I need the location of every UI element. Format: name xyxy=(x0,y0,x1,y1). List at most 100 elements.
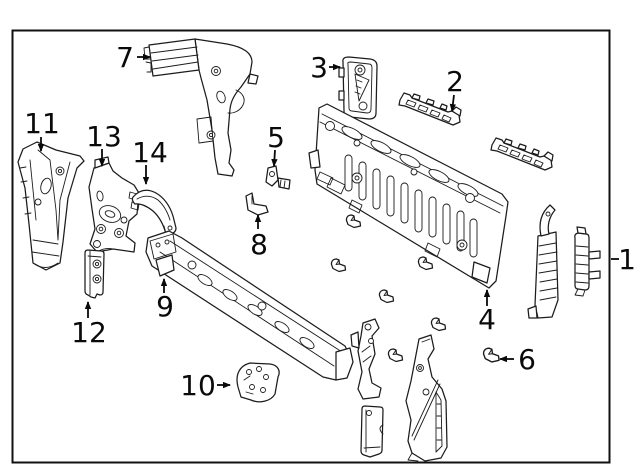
callout-8[interactable]: 8 xyxy=(250,214,268,261)
callout-6-label[interactable]: 6 xyxy=(518,343,536,376)
callout-3[interactable]: 3 xyxy=(310,51,341,84)
line-art-shape xyxy=(308,149,321,169)
line-art-shape xyxy=(574,288,586,297)
callout-12-label[interactable]: 12 xyxy=(71,316,107,349)
line-art-shape xyxy=(386,175,395,217)
line-art-shape xyxy=(335,347,354,381)
line-art-shape xyxy=(576,226,587,235)
line-art-shape xyxy=(196,116,214,144)
callout-1-label[interactable]: 1 xyxy=(618,243,636,276)
callout-1[interactable]: 1 xyxy=(611,243,636,276)
line-art-shape xyxy=(104,210,116,218)
callout-9[interactable]: 9 xyxy=(156,278,174,323)
line-art-shape xyxy=(247,73,259,85)
callout-11-label[interactable]: 11 xyxy=(24,107,60,140)
line-art-shape xyxy=(469,218,478,258)
callout-2[interactable]: 2 xyxy=(446,65,464,112)
line-art-shape xyxy=(243,375,254,395)
callout-3-label[interactable]: 3 xyxy=(310,51,328,84)
line-art-shape xyxy=(399,154,421,168)
line-art-shape xyxy=(357,318,382,400)
pillar-bracket-small xyxy=(350,318,382,400)
right-pillar xyxy=(527,204,559,319)
callout-7-label[interactable]: 7 xyxy=(116,41,134,74)
callout-12[interactable]: 12 xyxy=(71,301,107,349)
line-art-shape xyxy=(256,366,262,372)
line-art-shape xyxy=(155,254,175,277)
line-art-shape xyxy=(545,211,551,217)
line-art-shape xyxy=(93,240,101,248)
line-art-shape xyxy=(457,183,479,197)
callout-7[interactable]: 7 xyxy=(116,41,151,74)
callout-13[interactable]: 13 xyxy=(86,120,122,167)
callout-14-label[interactable]: 14 xyxy=(132,136,168,169)
part-8-clip xyxy=(245,192,269,216)
line-art-shape xyxy=(40,177,52,195)
callout-10-label[interactable]: 10 xyxy=(180,369,216,402)
part-13-corner-bracket xyxy=(88,156,140,253)
part-10-corner-patch xyxy=(236,362,280,403)
line-art-shape xyxy=(197,274,213,286)
part-3-mount-plate xyxy=(338,56,378,120)
line-art-shape xyxy=(347,61,373,114)
line-art-shape xyxy=(465,193,475,203)
line-art-shape xyxy=(194,38,253,177)
line-art-shape xyxy=(410,168,418,176)
line-art-shape xyxy=(400,182,409,224)
line-art-shape xyxy=(159,240,343,367)
line-art-shape xyxy=(257,301,267,311)
line-art-shape xyxy=(299,337,315,349)
line-art-shape xyxy=(471,261,491,284)
line-art-shape xyxy=(116,230,122,236)
line-art-shape xyxy=(338,67,345,101)
line-art-shape xyxy=(263,374,269,380)
line-art-shape xyxy=(372,168,381,210)
line-art-shape xyxy=(353,139,361,147)
callout-13-label[interactable]: 13 xyxy=(86,120,122,153)
line-art-shape xyxy=(213,68,219,74)
line-art-shape xyxy=(422,388,430,396)
line-art-shape xyxy=(449,94,457,112)
line-art-shape xyxy=(370,140,392,154)
line-art-shape xyxy=(269,171,275,177)
line-art-shape xyxy=(350,331,360,349)
line-art-shape xyxy=(94,276,100,282)
callout-11[interactable]: 11 xyxy=(24,107,60,152)
line-art-shape xyxy=(96,190,104,202)
line-art-shape xyxy=(428,169,450,183)
line-art-shape xyxy=(164,239,170,245)
line-art-shape xyxy=(98,226,104,232)
callout-8-label[interactable]: 8 xyxy=(250,228,268,261)
callout-5-label[interactable]: 5 xyxy=(267,121,285,154)
callout-6[interactable]: 6 xyxy=(499,343,536,376)
line-art-shape xyxy=(527,305,538,319)
line-art-shape xyxy=(325,121,335,131)
line-art-shape xyxy=(361,345,372,363)
callout-2-label[interactable]: 2 xyxy=(446,65,464,98)
line-art-shape xyxy=(354,175,360,181)
line-art-shape xyxy=(260,387,266,393)
line-art-shape xyxy=(247,304,263,316)
line-art-shape xyxy=(358,101,368,111)
callout-9-label[interactable]: 9 xyxy=(156,290,174,323)
line-art-shape xyxy=(34,198,42,206)
callout-10[interactable]: 10 xyxy=(180,369,231,402)
callout-5[interactable]: 5 xyxy=(267,121,285,167)
callout-4-label[interactable]: 4 xyxy=(478,303,496,336)
line-art-shape xyxy=(538,242,558,301)
line-art-shape xyxy=(575,245,589,284)
line-art-shape xyxy=(17,141,85,271)
pillar-tall xyxy=(405,334,448,462)
line-art-shape xyxy=(407,452,419,462)
callout-4[interactable]: 4 xyxy=(478,289,496,336)
line-art-shape xyxy=(246,369,252,375)
line-art-shape xyxy=(574,232,590,291)
callout-14[interactable]: 14 xyxy=(132,136,168,185)
line-art-shape xyxy=(187,260,197,270)
line-art-shape xyxy=(539,204,556,237)
line-art-shape xyxy=(428,196,437,238)
line-art-shape xyxy=(167,225,173,231)
line-art-shape xyxy=(150,46,199,70)
line-art-shape xyxy=(149,233,177,260)
line-art-shape xyxy=(344,154,353,192)
